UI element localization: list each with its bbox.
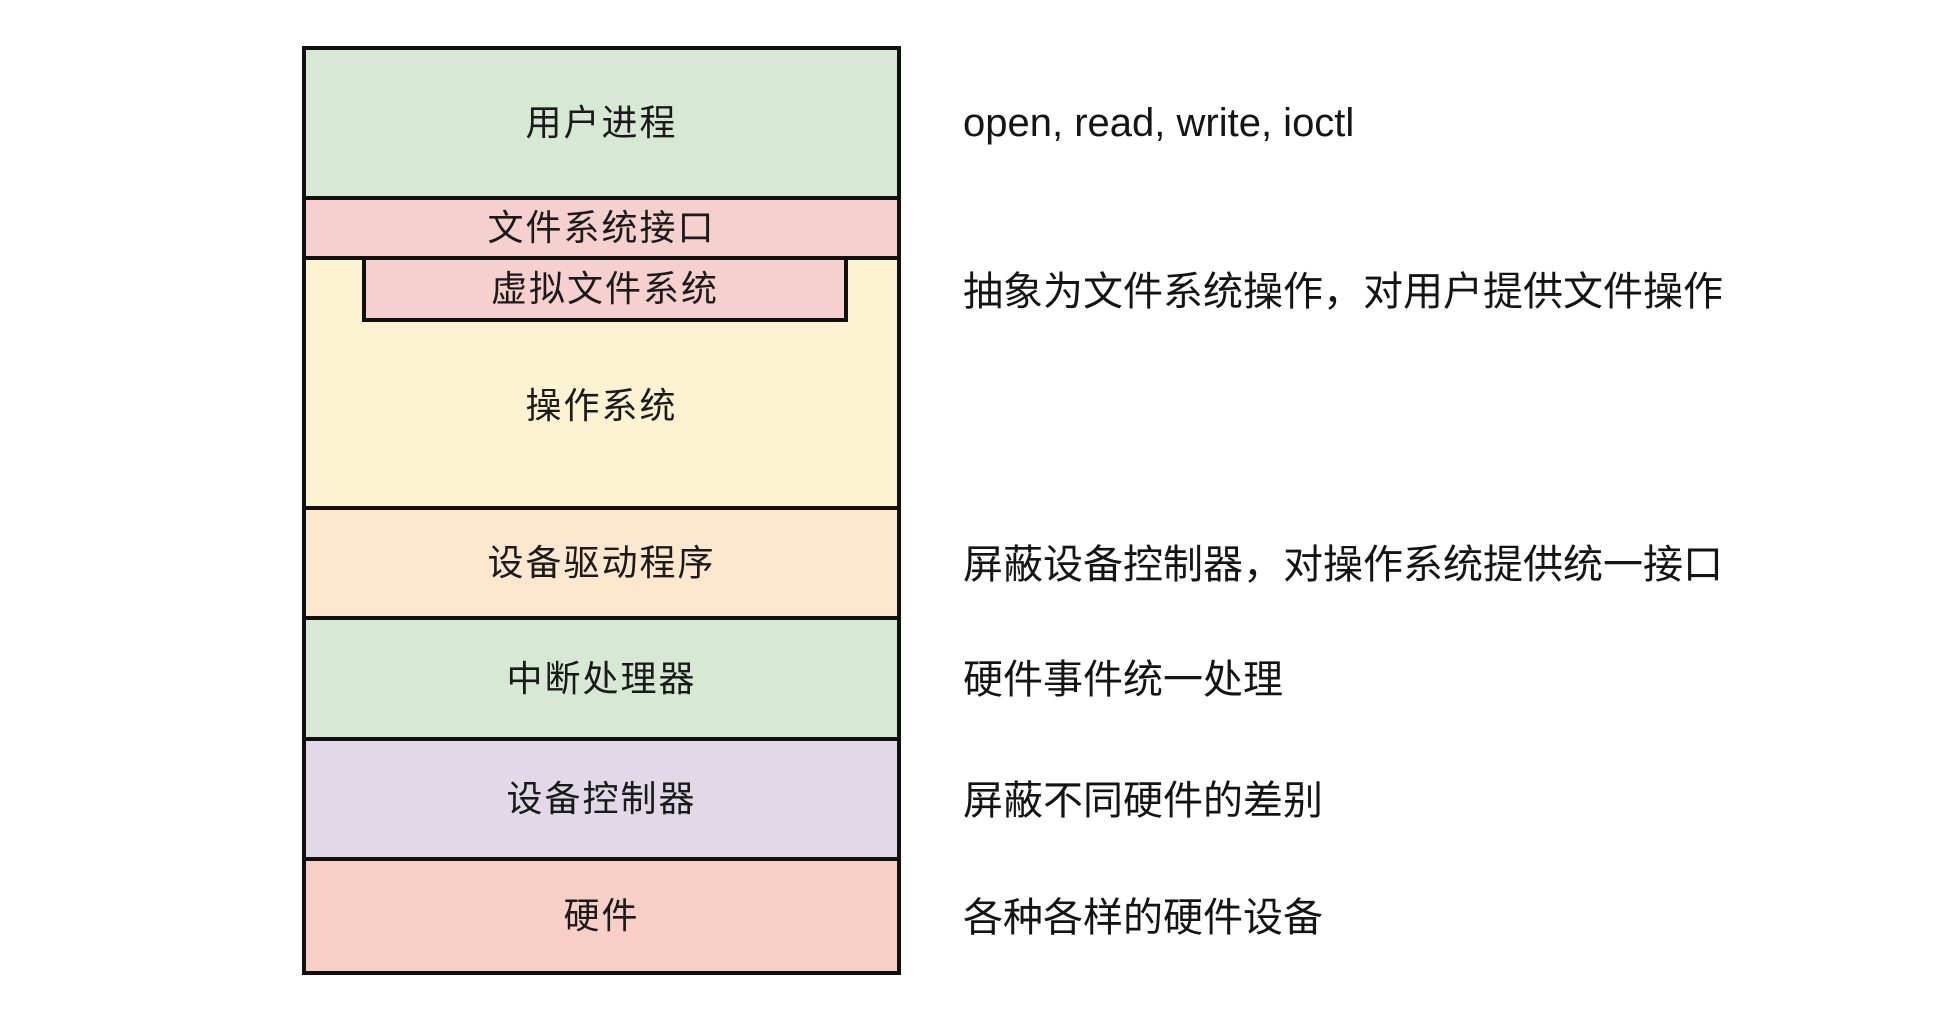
layer-hardware-label: 硬件 (563, 895, 640, 936)
layer-fs-interface: 文件系统接口 (302, 196, 901, 260)
layer-stack: 用户进程 文件系统接口 虚拟文件系统 操作系统 设备驱动程序 中断处理器 设备控… (302, 46, 901, 975)
annotation-device-driver: 屏蔽设备控制器，对操作系统提供统一接口 (963, 543, 1723, 587)
layer-operating-system-label: 操作系统 (525, 385, 678, 426)
layer-vfs-label: 虚拟文件系统 (490, 268, 719, 309)
annotation-hardware: 各种各样的硬件设备 (963, 896, 1323, 940)
layer-vfs: 虚拟文件系统 (362, 256, 848, 322)
annotation-user-process: open, read, write, ioctl (963, 101, 1355, 145)
layer-interrupt-handler-label: 中断处理器 (506, 657, 697, 699)
layer-interrupt-handler: 中断处理器 (302, 616, 901, 741)
layer-user-process-label: 用户进程 (525, 102, 678, 143)
layer-device-controller-label: 设备控制器 (506, 778, 697, 819)
annotation-vfs: 抽象为文件系统操作，对用户提供文件操作 (963, 270, 1723, 314)
layer-user-process: 用户进程 (302, 46, 901, 200)
layer-device-driver: 设备驱动程序 (302, 506, 901, 620)
layer-device-controller: 设备控制器 (302, 737, 901, 861)
layer-operating-system: 虚拟文件系统 操作系统 (302, 256, 901, 510)
annotation-interrupt-handler: 硬件事件统一处理 (963, 658, 1283, 702)
layer-hardware: 硬件 (302, 857, 901, 975)
layer-device-driver-label: 设备驱动程序 (487, 542, 716, 583)
annotation-device-controller: 屏蔽不同硬件的差别 (963, 779, 1323, 823)
layer-fs-interface-label: 文件系统接口 (487, 207, 716, 248)
